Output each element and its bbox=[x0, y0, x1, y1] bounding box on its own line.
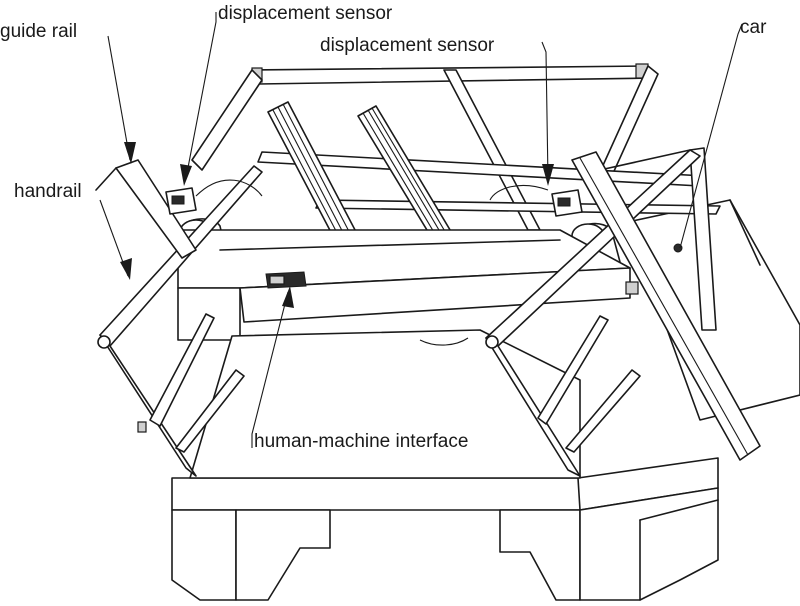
sensor-right bbox=[489, 184, 583, 217]
leader-displacement-sensor-2 bbox=[541, 41, 554, 186]
sensor-left bbox=[165, 179, 263, 215]
label-guide-rail: guide rail bbox=[0, 21, 78, 42]
label-displacement-sensor-2: displacement sensor bbox=[320, 35, 495, 56]
label-hmi: human-machine interface bbox=[254, 431, 469, 452]
right-handrail bbox=[485, 149, 761, 477]
leader-guide-rail bbox=[107, 35, 136, 164]
leader-displacement-sensor-1 bbox=[180, 12, 217, 186]
main-beam bbox=[177, 229, 631, 479]
leader-hmi bbox=[251, 286, 294, 448]
label-displacement-sensor-1: displacement sensor bbox=[218, 3, 393, 24]
base-frame bbox=[171, 457, 719, 601]
label-handrail: handrail bbox=[14, 181, 82, 202]
leader-car bbox=[679, 23, 743, 249]
left-handrail bbox=[95, 159, 263, 477]
label-car: car bbox=[740, 17, 767, 38]
leader-handrail bbox=[99, 199, 132, 280]
